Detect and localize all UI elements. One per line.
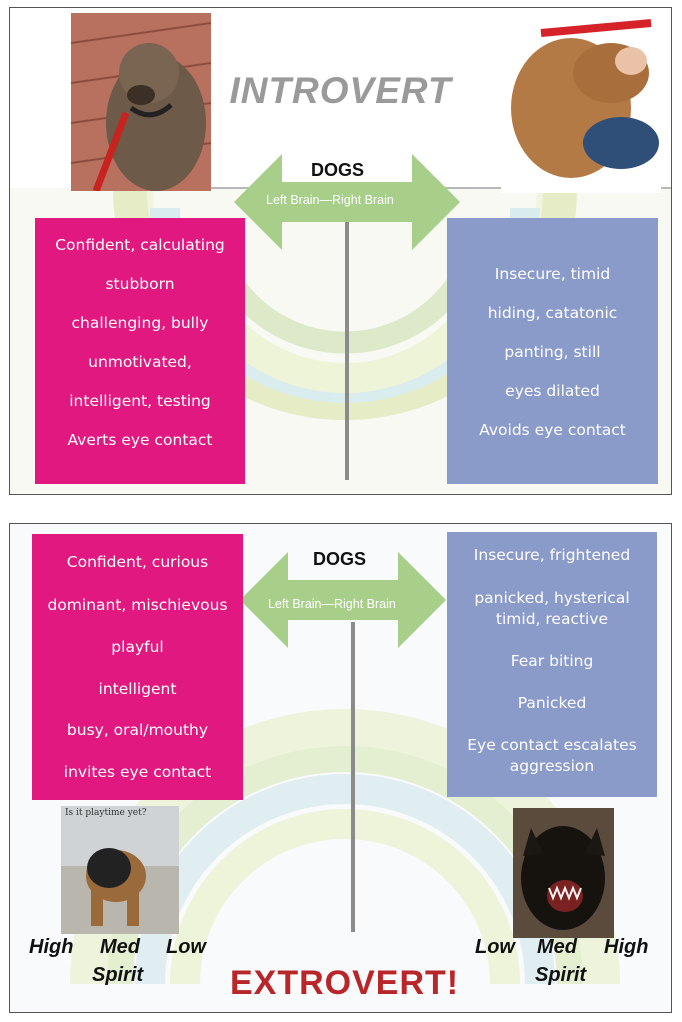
dogs-label: DOGS [311,160,365,180]
dog-leash-photo [71,13,211,191]
trait-line: busy, oral/mouthy [66,721,209,739]
scale-low-left: Low [166,936,206,958]
trait-line: dominant, mischievous [47,596,228,614]
trait-line: playful [111,638,164,656]
brain-label: Left Brain—Right Brain [266,193,394,207]
scale-med-left: Med [100,936,140,958]
left-right-double-arrow [234,154,460,250]
extrovert-panel: DOGS Left Brain—Right Brain Confident, c… [9,523,672,1013]
right-brain-traits-box: Insecure, frightened panicked, hysterica… [447,532,657,797]
right-brain-traits-box: Insecure, timid hiding, catatonic pantin… [447,218,658,484]
trait-line: panting, still [504,343,601,361]
trait-line: Averts eye contact [67,431,213,449]
dogs-label: DOGS [313,549,367,569]
scale-spirit-right: Spirit [535,964,587,986]
photo-caption: Is it playtime yet? [65,808,147,818]
trait-line: intelligent [98,680,177,698]
trait-line: intelligent, testing [69,392,211,410]
scale-spirit-left: Spirit [92,964,144,986]
trait-line: Fear biting [510,652,594,670]
trait-line: hiding, catatonic [487,304,618,322]
introvert-panel: INTROVERT DOGS Left Brain—Right Brain Co… [9,7,672,495]
snarling-dog-photo [513,808,614,938]
trait-line: Eye contact escalates [467,736,637,754]
dog-hugging-photo [501,13,661,193]
playful-dog-photo: Is it playtime yet? [61,806,179,934]
trait-line: Confident, calculating [55,236,225,254]
trait-line: Insecure, frightened [473,546,631,564]
trait-line: aggression [509,757,595,775]
trait-line: invites eye contact [63,763,212,781]
scale-high-left: High [29,936,74,958]
trait-line: unmotivated, [88,353,192,371]
trait-line: stubborn [105,275,175,293]
left-brain-traits-box: Confident, calculating stubborn challeng… [35,218,245,484]
trait-line: Insecure, timid [494,265,611,283]
introvert-title: INTROVERT [229,70,452,111]
left-right-double-arrow [240,552,446,648]
trait-line: Panicked [517,694,587,712]
trait-line: timid, reactive [495,610,609,628]
left-brain-traits-box: Confident, curious dominant, mischievous… [32,534,243,800]
trait-line: panicked, hysterical [474,589,630,607]
scale-low-right: Low [475,936,515,958]
brain-label: Left Brain—Right Brain [268,597,396,611]
trait-line: Avoids eye contact [479,421,626,439]
trait-line: challenging, bully [71,314,209,332]
trait-line: Confident, curious [66,553,209,571]
scale-high-right: High [604,936,649,958]
extrovert-title: EXTROVERT! [230,964,460,1002]
trait-line: eyes dilated [505,382,600,400]
scale-med-right: Med [537,936,577,958]
